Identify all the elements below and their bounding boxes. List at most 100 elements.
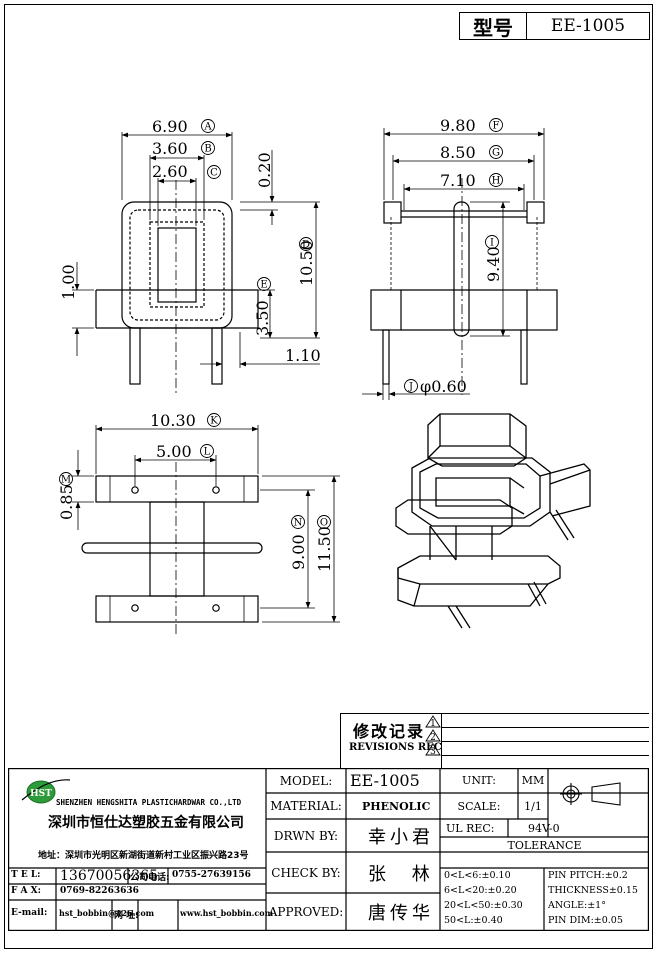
side-view	[362, 128, 558, 400]
svg-text:E: E	[260, 280, 267, 291]
front-view	[72, 132, 320, 395]
dim-e: 3.50	[253, 300, 272, 336]
revision-marks: 1 2 3	[425, 715, 441, 757]
material-value: PHENOLIC	[362, 799, 431, 813]
header-label: 型号	[473, 15, 513, 40]
dim-a: 6.90	[152, 117, 188, 136]
tolerance-left-3: 20<L<50:±0.30	[444, 900, 523, 911]
svg-text:B: B	[204, 144, 211, 155]
circle-letter-a: A	[201, 119, 215, 133]
dim-b: 3.60	[152, 139, 188, 158]
svg-text:L: L	[204, 447, 211, 458]
title-block: HST SHENZHEN HENGSHITA PLASTICHARDWAR CO…	[8, 768, 649, 931]
projection-symbol-icon	[560, 782, 621, 806]
circle-letter-b: B	[201, 141, 215, 155]
circle-letter-j: J	[404, 379, 418, 393]
ul-label: UL REC:	[446, 821, 495, 835]
revisions-title-cn: 修改记录	[353, 722, 426, 741]
company-name-en: SHENZHEN HENGSHITA PLASTICHARDWAR CO.,LT…	[56, 798, 242, 807]
tel-value: 13670056365	[60, 868, 158, 884]
scale-label: SCALE:	[457, 799, 501, 813]
circle-letter-m: M	[59, 472, 73, 486]
model-label: MODEL:	[279, 773, 333, 788]
tolerance-right: PIN PITCH:±0.2 THICKNESS±0.15 ANGLE:±1° …	[548, 868, 638, 928]
tolerance-left-2: 6<L<20:±0.20	[444, 885, 517, 896]
svg-text:M: M	[61, 475, 71, 486]
dim-n: 9.00	[289, 534, 308, 570]
tolerance-left: 0<L<6:±0.10 6<L<20:±0.20 20<L<50:±0.30 5…	[444, 868, 523, 928]
header-model-box: EE-1005	[526, 12, 650, 40]
tolerance-right-3: ANGLE:±1°	[548, 900, 606, 911]
header-model: EE-1005	[550, 16, 626, 36]
approved-label: APPROVED:	[268, 905, 344, 919]
svg-text:G: G	[492, 148, 500, 159]
svg-text:K: K	[210, 416, 218, 427]
email-label: E-mail:	[11, 908, 48, 918]
check-value: 张 林	[368, 863, 440, 885]
tolerance-right-1: PIN PITCH:±0.2	[548, 870, 628, 881]
drawing-frame	[4, 4, 653, 949]
fax-value: 0769-82263636	[60, 886, 139, 896]
dim-top-gap: 0.20	[255, 152, 274, 188]
svg-text:N: N	[294, 518, 303, 529]
circle-letter-i: I	[485, 235, 499, 249]
circle-letter-k: K	[207, 413, 221, 427]
revisions-block: 修改记录 REVISIONS REC 1 2 3	[340, 713, 649, 769]
phone-label: 公司电话:	[130, 873, 170, 883]
dim-g: 8.50	[440, 143, 476, 162]
svg-text:J: J	[408, 382, 413, 393]
svg-text:A: A	[203, 122, 212, 133]
revision-mark-3: 3	[430, 747, 436, 757]
bottom-view	[72, 425, 340, 636]
model-value: EE-1005	[350, 771, 420, 790]
dim-pin-off: 1.10	[285, 346, 321, 365]
svg-text:C: C	[210, 168, 218, 179]
web-value: www.hst_bobbin.com	[180, 908, 274, 918]
isometric-view	[395, 413, 591, 629]
circle-letter-d: D	[299, 237, 313, 251]
dim-left-h: 1.00	[59, 264, 78, 300]
technical-drawing: 6.90 3.60 2.60 0.20 10.50 3.50 1.00 1.10…	[57, 116, 591, 636]
company-address: 地址：深圳市光明区新湖街道新村工业区振兴路23号	[38, 851, 249, 861]
check-label: CHECK BY:	[271, 865, 341, 880]
svg-text:H: H	[492, 176, 501, 187]
circle-letter-n: N	[291, 515, 305, 529]
tolerance-left-4: 50<L:±0.40	[444, 915, 503, 926]
material-label: MATERIAL:	[270, 799, 342, 813]
dim-i: 9.40	[484, 246, 503, 282]
circle-letter-o: O	[317, 515, 331, 529]
tel-label: T E L:	[11, 870, 41, 880]
email-value: hst_bobbin@126.com	[59, 908, 155, 918]
company-logo: HST	[21, 779, 71, 804]
revision-mark-2: 2	[430, 733, 436, 743]
dim-l: 5.00	[156, 442, 192, 461]
ul-value: 94V-0	[528, 821, 560, 835]
svg-text:D: D	[302, 240, 310, 251]
scale-value: 1/1	[524, 799, 542, 813]
circle-letter-f: F	[489, 118, 503, 132]
fax-label: F A X:	[11, 886, 41, 896]
tolerance-right-2: THICKNESS±0.15	[548, 885, 638, 896]
phone-value: 0755-27639156	[172, 870, 251, 880]
circle-letter-l: L	[200, 444, 214, 458]
tolerance-right-4: PIN DIM:±0.05	[548, 915, 623, 926]
company-name-cn: 深圳市恒仕达塑胶五金有限公司	[48, 815, 244, 831]
dim-c: 2.60	[152, 162, 188, 181]
web-label: 网 址:	[114, 911, 139, 921]
unit-label: UNIT:	[462, 774, 496, 787]
svg-text:F: F	[493, 121, 500, 132]
dim-m: 0.85	[57, 484, 76, 520]
circle-letter-e: E	[257, 277, 271, 291]
drawn-value: 幸小君	[368, 826, 434, 848]
tolerance-title: TOLERANCE	[507, 838, 582, 852]
dim-d: 10.50	[297, 240, 316, 286]
svg-text:O: O	[320, 518, 328, 529]
dim-f: 9.80	[440, 116, 476, 135]
tolerance-left-1: 0<L<6:±0.10	[444, 870, 511, 881]
revision-mark-1: 1	[430, 719, 436, 729]
dim-k: 10.30	[150, 411, 196, 430]
circle-letter-h: H	[489, 173, 503, 187]
approved-value: 唐传华	[368, 903, 434, 924]
header-label-box: 型号	[459, 12, 527, 40]
circle-letter-g: G	[489, 145, 503, 159]
